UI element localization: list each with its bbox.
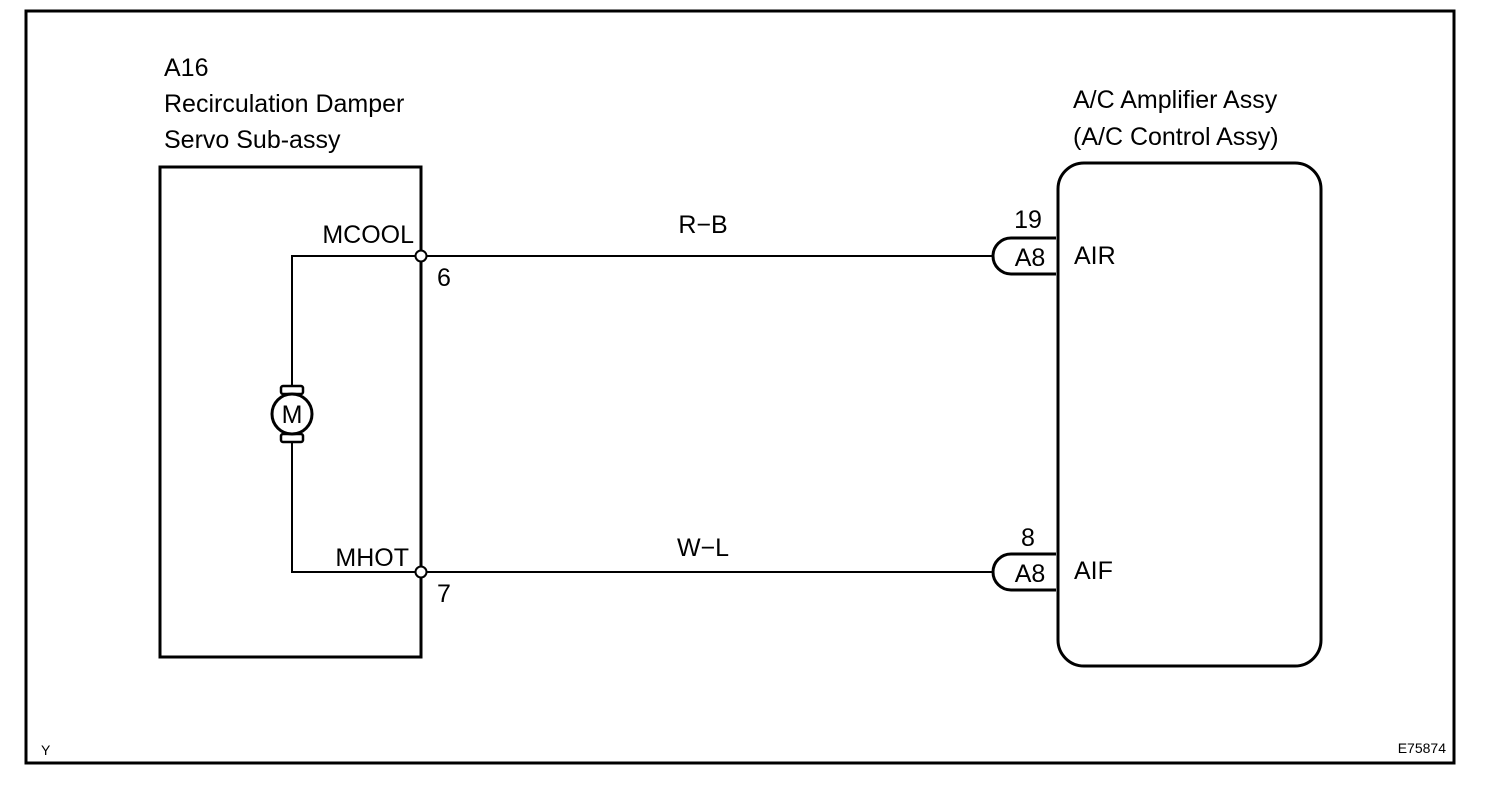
wire-color-label: R−B [678, 211, 727, 239]
connector-pin-number: 8 [1021, 524, 1035, 552]
component-code: A16 [164, 54, 208, 82]
connector-label: A8 [1015, 244, 1046, 272]
amplifier-name-line2: (A/C Control Assy) [1073, 123, 1279, 151]
terminal-name: MHOT [335, 544, 409, 572]
motor-symbol: M [282, 401, 303, 429]
terminal-name: MCOOL [322, 221, 414, 249]
connector-pin-number: 19 [1014, 206, 1042, 234]
damper-servo-box [158, 165, 423, 659]
ac-amplifier-box [1056, 161, 1323, 668]
amplifier-name-line1: A/C Amplifier Assy [1073, 86, 1278, 114]
amp-terminal-name: AIR [1074, 242, 1116, 270]
terminal-node [414, 565, 428, 579]
pin-number: 7 [437, 580, 451, 608]
connector-a8-icon: A8 [991, 552, 1056, 592]
connector-a8-icon: A8 [991, 236, 1056, 276]
pin-number: 6 [437, 264, 451, 292]
wire-color-label: W−L [677, 534, 729, 562]
component-name-line2: Servo Sub-assy [164, 126, 341, 154]
diagram-frame [24, 9, 1456, 765]
figure-id: E75874 [1398, 740, 1446, 756]
motor-wire-bottom [291, 438, 421, 573]
component-name-line1: Recirculation Damper [164, 90, 404, 118]
motor-wire-top [291, 255, 421, 390]
corner-mark: Y [41, 742, 51, 758]
terminal-node [414, 249, 428, 263]
amp-terminal-name: AIF [1074, 557, 1113, 585]
connector-label: A8 [1015, 560, 1046, 588]
motor-icon: M [270, 384, 314, 444]
